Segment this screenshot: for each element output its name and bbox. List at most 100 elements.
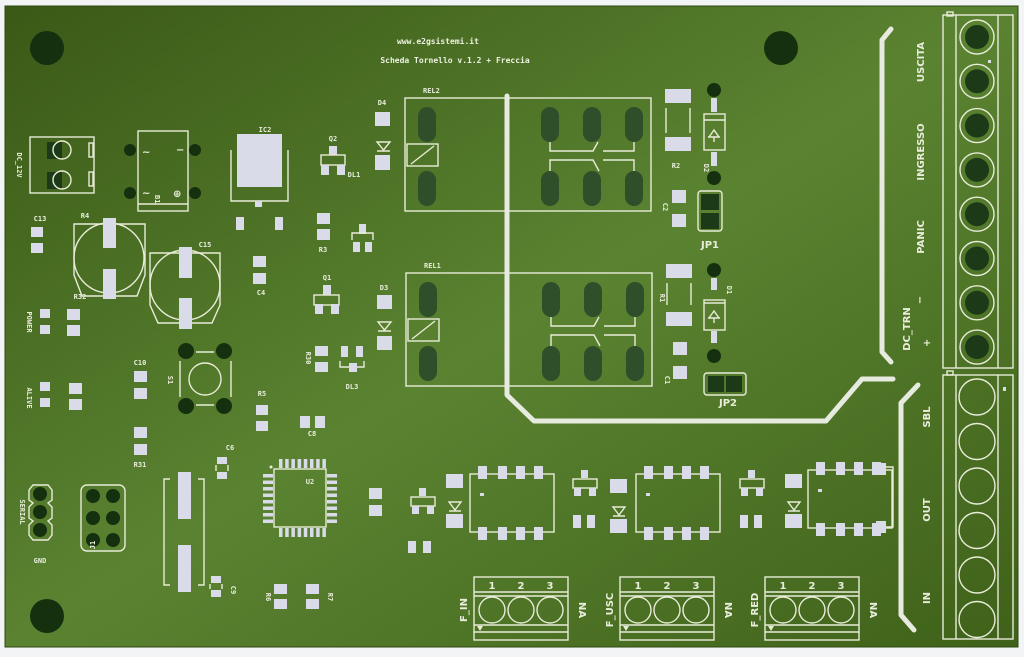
- bridge-rectifier: ~ ~ − ⊕ B1: [124, 130, 201, 212]
- svg-text:DL3: DL3: [346, 383, 359, 391]
- silk-label: 2: [664, 581, 671, 592]
- mcu-pin: [322, 528, 326, 537]
- silk-label: 3: [693, 581, 700, 592]
- svg-text:OUT: OUT: [922, 498, 933, 522]
- diode-pad: [610, 519, 627, 533]
- smd-inductor: [163, 472, 205, 592]
- silk-label: NA: [867, 602, 878, 618]
- svg-text:C6: C6: [226, 444, 234, 452]
- contact-pad: [584, 346, 602, 381]
- relay-rel2: REL2: [404, 87, 652, 212]
- opto-pin: [836, 523, 845, 536]
- opto-outline: [635, 473, 721, 533]
- push-button-s1: S1: [166, 343, 232, 414]
- board-title: Scheda Tornello v.1.2 + Freccia: [380, 55, 529, 65]
- terminal-pin-hole: [769, 596, 797, 624]
- svg-text:Q2: Q2: [329, 135, 337, 143]
- capacitor-c4: C4: [253, 256, 266, 297]
- mcu-pin: [279, 528, 283, 537]
- svg-text:DC_TRN: DC_TRN: [902, 307, 913, 351]
- svg-text:C1: C1: [663, 376, 671, 384]
- resistor-r3: R3: [317, 213, 330, 254]
- svg-text:−: −: [176, 145, 184, 156]
- terminal-outline: [764, 576, 860, 641]
- svg-text:R7: R7: [326, 593, 334, 601]
- capacitor-c2: C2: [661, 190, 686, 227]
- svg-text:C8: C8: [308, 430, 316, 438]
- silk-label: REL1: [424, 262, 441, 270]
- mcu-pin: [327, 474, 337, 478]
- mcu-pin: [310, 528, 314, 537]
- diode-symbol: [611, 506, 627, 517]
- silk-label: 2: [809, 581, 816, 592]
- capacitor-c13: C13: [31, 215, 46, 253]
- opto-channel-2: [572, 466, 721, 540]
- svg-text:IN: IN: [922, 592, 933, 604]
- terminal-pin-hole: [965, 113, 989, 138]
- sot-pad: [427, 506, 434, 514]
- svg-text:~: ~: [142, 147, 150, 158]
- silk-label: 1: [635, 581, 642, 592]
- opto-pin: [664, 466, 673, 479]
- svg-text:R30: R30: [304, 352, 312, 365]
- resistor-r6: R6: [264, 584, 287, 609]
- coil-pad: [419, 282, 437, 317]
- opto-pin: [644, 527, 653, 540]
- terminal-pin-ring: [959, 19, 995, 55]
- terminal-pin-hole: [965, 246, 989, 271]
- main-terminal-block: USCITA INGRESSO PANIC DC_TRN + −: [879, 11, 1014, 369]
- terminal-pin-hole: [958, 600, 996, 639]
- terminal-pin-hole: [965, 335, 989, 360]
- terminal-pin-hole: [798, 596, 826, 624]
- coil-slash: [410, 145, 435, 165]
- resistor-pad: [573, 515, 581, 528]
- mcu-pin: [263, 487, 273, 491]
- svg-text:D3: D3: [380, 284, 388, 292]
- jumper-jp1: JP1: [697, 190, 723, 251]
- mounting-hole: [30, 599, 64, 633]
- opto-pin: [700, 466, 709, 479]
- silk-label: NA: [722, 602, 733, 618]
- svg-text:C9: C9: [229, 586, 237, 594]
- sot-pad: [748, 470, 755, 478]
- contact-pad: [583, 171, 601, 206]
- mcu-pin: [327, 506, 337, 510]
- terminal-pin-hole: [958, 556, 996, 594]
- mcu-pin: [327, 500, 337, 504]
- pin1-marker: [480, 493, 484, 496]
- diode-symbol: [447, 501, 463, 512]
- opto-pin: [498, 527, 507, 540]
- mcu-pin: [316, 528, 320, 537]
- switch-symbol: [550, 316, 636, 327]
- terminal-pin-hole: [478, 596, 506, 624]
- svg-text:B1: B1: [153, 195, 161, 203]
- opto-outline: [469, 473, 555, 533]
- relay-outline: [405, 272, 653, 387]
- terminal-pin-hole: [958, 422, 996, 461]
- mcu-pin: [285, 528, 289, 537]
- svg-text:R6: R6: [264, 593, 272, 601]
- mcu-pin: [279, 459, 283, 468]
- mcu-pin: [303, 528, 308, 537]
- diode-symbol: [786, 501, 802, 512]
- coil-slash: [411, 320, 436, 340]
- mcu-pin: [303, 459, 308, 468]
- diode-pad: [446, 514, 463, 528]
- svg-text:R32: R32: [74, 293, 87, 301]
- svg-text:⊕: ⊕: [173, 189, 181, 200]
- svg-text:R31: R31: [134, 461, 147, 469]
- silk-label: 1: [489, 581, 496, 592]
- silk-label: F_RED: [750, 593, 761, 628]
- terminal-pin-ring: [959, 285, 995, 321]
- contact-pad: [542, 346, 560, 381]
- terminal-pin-hole: [682, 596, 710, 624]
- svg-text:INGRESSO: INGRESSO: [916, 123, 927, 180]
- capacitor-c6: C6: [215, 444, 234, 479]
- svg-text:ALIVE: ALIVE: [25, 387, 33, 408]
- svg-text:U2: U2: [306, 478, 314, 486]
- terminal-outline: [473, 576, 569, 641]
- sot-component: [351, 224, 374, 252]
- svg-text:POWER: POWER: [25, 311, 33, 333]
- capacitor-c10: C10: [134, 359, 147, 399]
